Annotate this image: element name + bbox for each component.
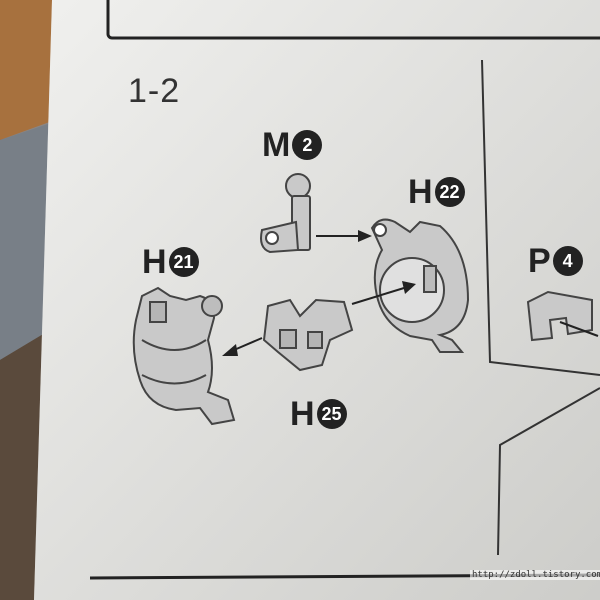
part-number-badge: 21: [168, 247, 199, 277]
cloth-pattern: [0, 120, 55, 360]
part-number-badge: 4: [552, 246, 583, 276]
watermark-url: http://zdoll.tistory.com: [470, 570, 600, 580]
arrow-h25-to-h21: [233, 337, 263, 351]
part-label-h25: H 25: [290, 397, 347, 431]
part-number-badge: 2: [292, 130, 323, 160]
part-label-h21: H 21: [142, 245, 199, 279]
part-label-m2: M 2: [262, 128, 323, 162]
part-h25-shape: [262, 298, 354, 372]
right-panel-frame: [481, 59, 600, 376]
part-label-p4: P 4: [528, 244, 583, 278]
part-label-h22: H 22: [408, 175, 465, 209]
top-panel-frame: [106, 0, 600, 40]
part-number-badge: 22: [434, 177, 465, 207]
part-h22-shape: [370, 218, 470, 353]
part-h21-shape: [132, 286, 236, 426]
arrow-h25-to-h22: [351, 287, 405, 305]
part-m2-shape: [260, 173, 311, 254]
right-panel-frame: [497, 387, 600, 556]
part-number-badge: 25: [316, 399, 347, 429]
step-number: 1-2: [128, 72, 181, 110]
arrow-p4: [559, 321, 599, 337]
